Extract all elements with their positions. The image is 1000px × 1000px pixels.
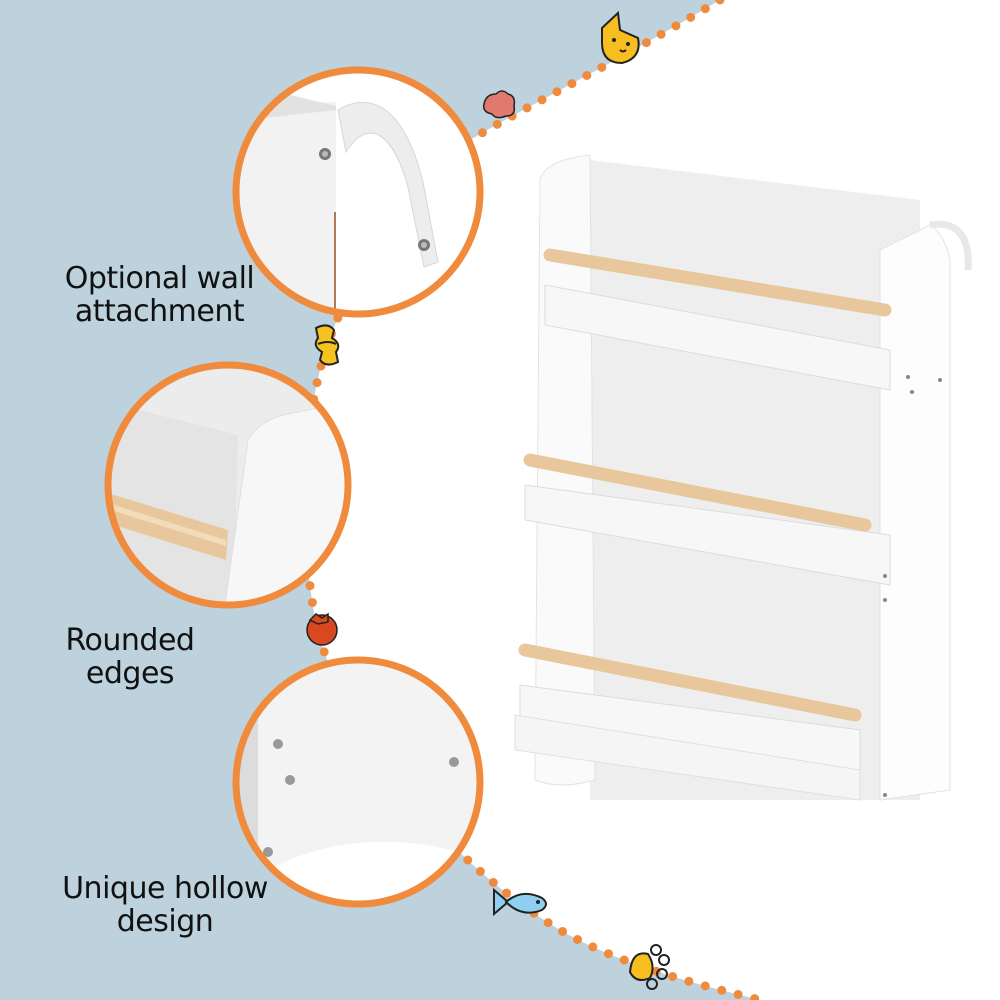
label-line: design [116, 904, 214, 939]
zoom-circle-rounded-edges [104, 361, 352, 609]
label-line: Unique hollow [62, 871, 268, 906]
label-line: Rounded [65, 623, 195, 658]
feature-label-hollow-design: Unique hollow design [60, 872, 270, 938]
zoom-circle-wall-attachment [232, 66, 484, 318]
cat-icon [601, 10, 640, 65]
tomato-icon [306, 612, 338, 646]
paw-icon [628, 944, 670, 990]
label-line: edges [85, 656, 175, 691]
dotted-path [300, 0, 765, 1000]
label-line: attachment [74, 294, 245, 329]
bookshelf-image [514, 154, 972, 801]
feature-label-wall-attachment: Optional wall attachment [62, 262, 257, 328]
fish-icon [493, 887, 547, 917]
feature-label-rounded-edges: Rounded edges [55, 624, 205, 690]
meat-icon [482, 90, 516, 119]
label-line: Optional wall [64, 261, 255, 296]
zoom-circle-hollow-design [232, 656, 484, 908]
candy-icon [314, 324, 340, 366]
